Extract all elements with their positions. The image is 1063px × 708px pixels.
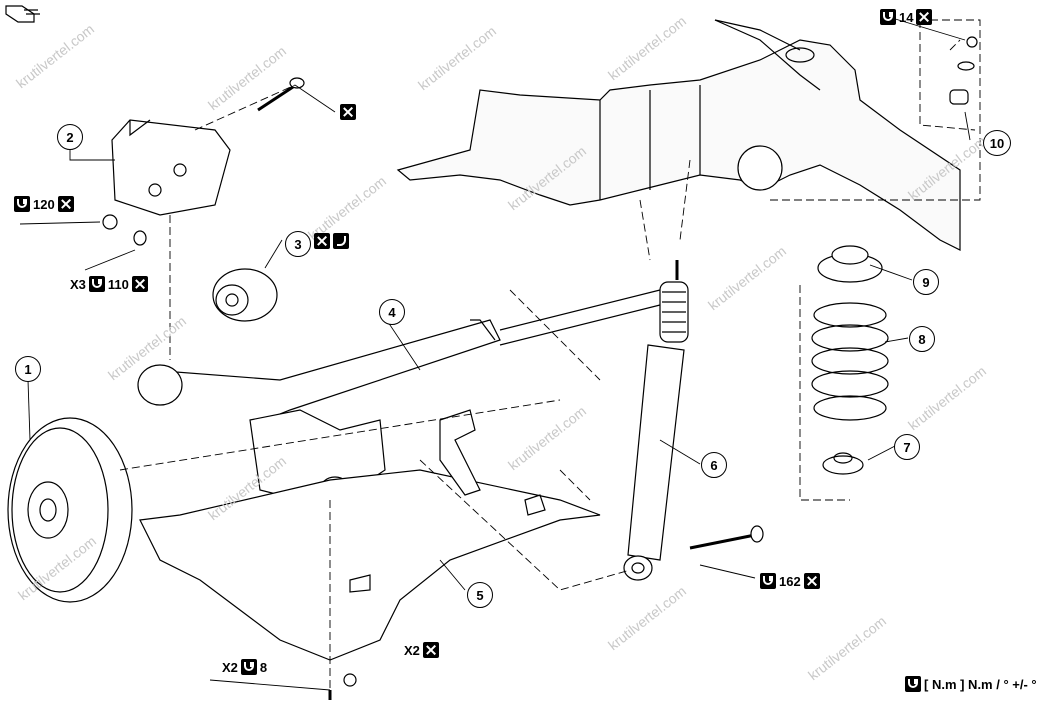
x2-replace-label: X2: [404, 642, 439, 658]
replace-part-icon: [340, 104, 356, 120]
callout-1: 1: [15, 356, 41, 382]
torque-label-120: 120: [14, 196, 74, 212]
torque-label-8: X2 8: [222, 659, 268, 675]
torque-label-162: 162: [760, 573, 820, 589]
replace-bolt-label: [340, 104, 356, 120]
callout-8: 8: [909, 326, 935, 352]
brake-drum-part: [7, 417, 133, 603]
torque-wrench-icon: [88, 276, 105, 292]
axle-beam: [149, 319, 501, 421]
callout-5: 5: [467, 582, 493, 608]
lubricate-icon: [333, 233, 349, 249]
replace-part-icon: [57, 196, 74, 212]
manual-corner-icon: [5, 5, 35, 23]
torque-wrench-icon: [14, 196, 30, 212]
callout-4: 4: [379, 299, 405, 325]
bushing-icons: [314, 233, 349, 249]
replace-part-icon: [131, 276, 148, 292]
replace-part-icon: [314, 233, 330, 249]
replace-part-icon: [803, 573, 820, 589]
torque-wrench-icon: [905, 676, 921, 692]
heat-shield-part: [139, 469, 601, 661]
units-legend: [ N.m ] N.m / ° +/- °: [905, 676, 1037, 692]
callout-6: 6: [701, 452, 727, 478]
torque-wrench-icon: [880, 9, 896, 25]
shock-absorber-part: [623, 260, 689, 581]
callout-9: 9: [913, 269, 939, 295]
callout-2: 2: [57, 124, 83, 150]
bracket-part: [111, 119, 231, 216]
callout-3: 3: [285, 231, 311, 257]
torque-wrench-icon: [760, 573, 776, 589]
callout-7: 7: [894, 434, 920, 460]
coil-spring-part: [811, 302, 889, 421]
torque-label-110: X3 110: [70, 276, 148, 292]
replace-part-icon: [422, 642, 439, 658]
callout-10: 10: [983, 130, 1011, 156]
spring-seat-lower: [822, 455, 864, 475]
replace-part-icon: [916, 9, 933, 25]
torque-label-14: 14: [880, 9, 933, 25]
torque-wrench-icon: [240, 659, 257, 675]
bushing-part: [212, 268, 278, 322]
